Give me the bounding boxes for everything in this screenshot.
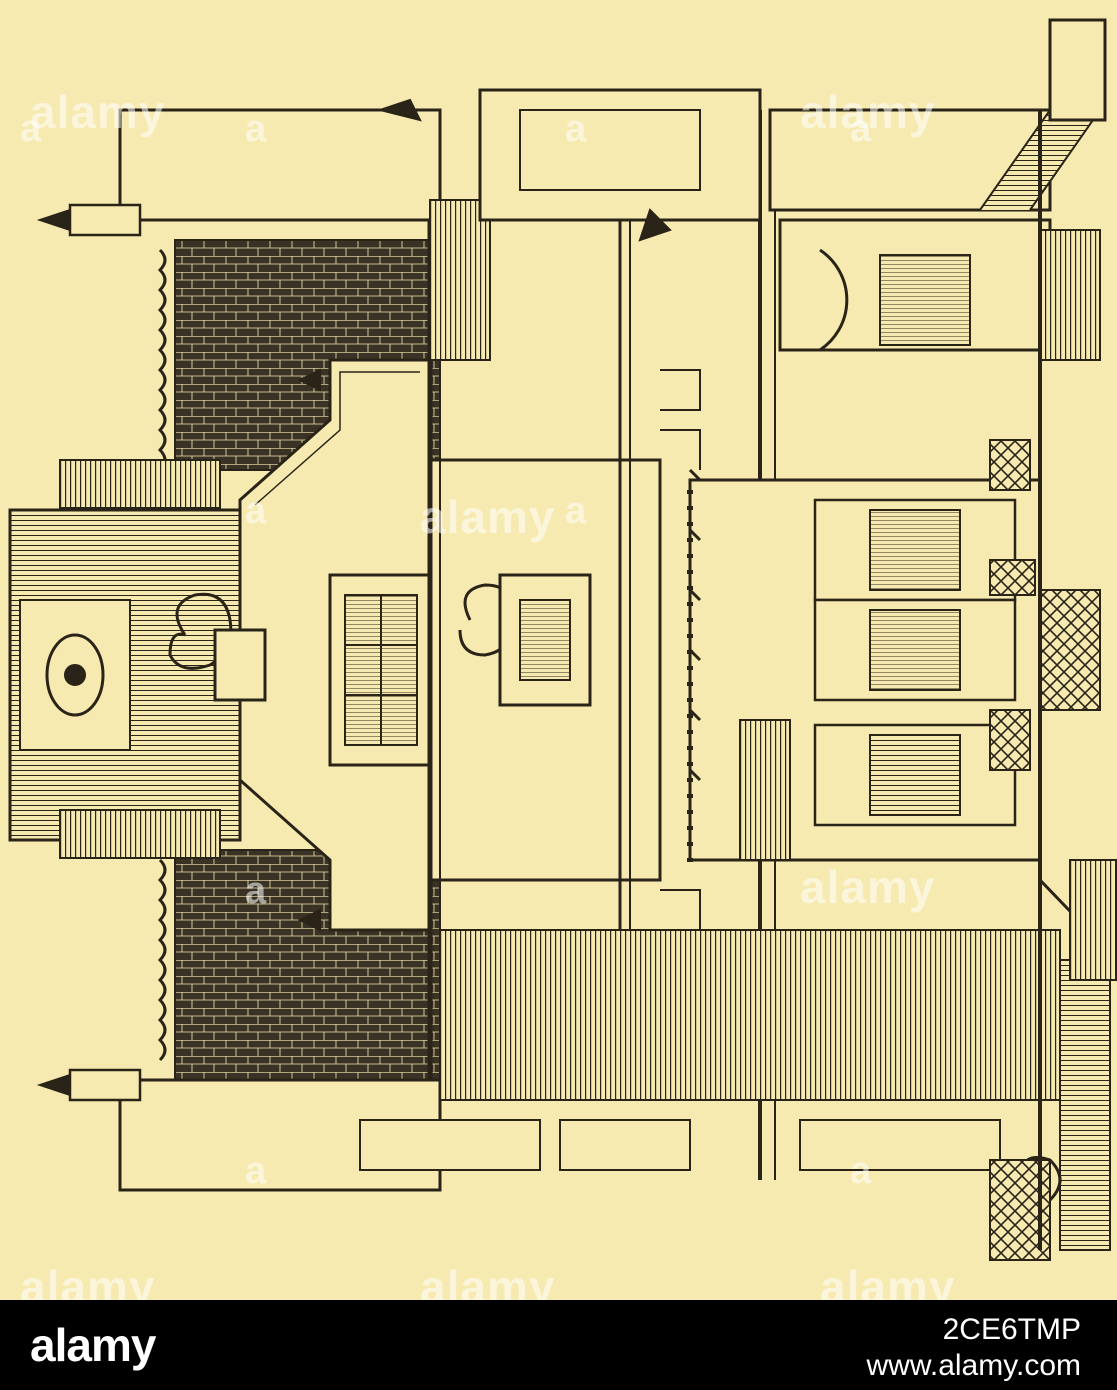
house-elevation-engraving — [8, 18, 1117, 1261]
footer-bar: alamy 2CE6TMP www.alamy.com — [0, 1300, 1117, 1390]
engraving-scan: a a a a alamy alamy a a alamy alamy a al… — [0, 0, 1117, 1300]
image-id: 2CE6TMP — [942, 1313, 1081, 1346]
site-url[interactable]: www.alamy.com — [866, 1349, 1081, 1382]
alamy-logo[interactable]: alamy — [30, 1319, 156, 1371]
image-meta: 2CE6TMP www.alamy.com — [867, 1312, 1081, 1384]
